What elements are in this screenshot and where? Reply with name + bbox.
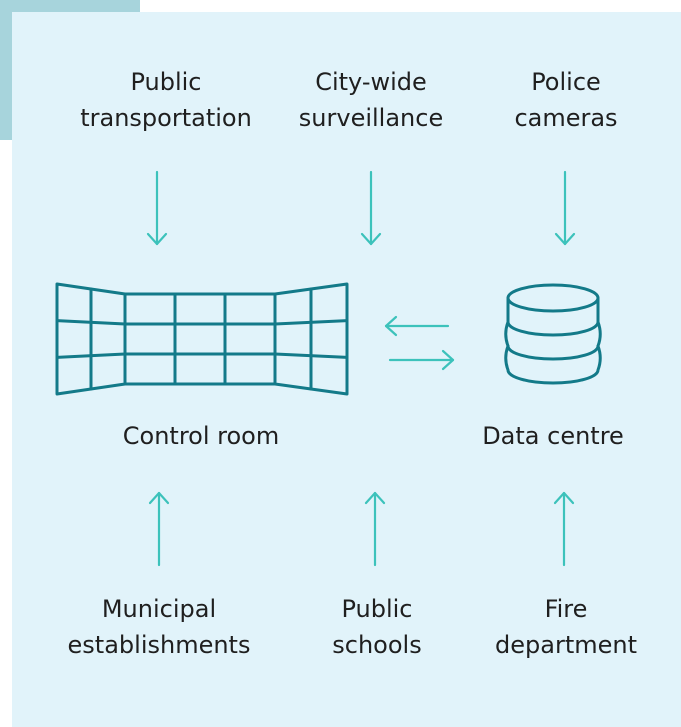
arrow-down-icon (146, 170, 168, 246)
arrow-up-icon (553, 491, 575, 567)
arrow-left-icon (384, 315, 450, 337)
arrow-down-icon (554, 170, 576, 246)
source-city-wide-surveillance: City-wide surveillance (298, 68, 444, 132)
control-room-label: Control room (122, 422, 280, 450)
arrow-right-icon (388, 349, 455, 371)
source-public-schools: Public schools (332, 595, 422, 659)
arrow-up-icon (364, 491, 386, 567)
data-centre-label: Data centre (482, 422, 624, 450)
source-police-cameras: Police cameras (514, 68, 618, 132)
arrow-up-icon (148, 491, 170, 567)
database-icon (504, 283, 602, 385)
arrow-down-icon (360, 170, 382, 246)
source-public-transportation: Public transportation (80, 68, 252, 132)
video-wall-icon (55, 282, 349, 396)
source-fire-department: Fire department (495, 595, 637, 659)
source-municipal-establishments: Municipal establishments (67, 595, 251, 659)
